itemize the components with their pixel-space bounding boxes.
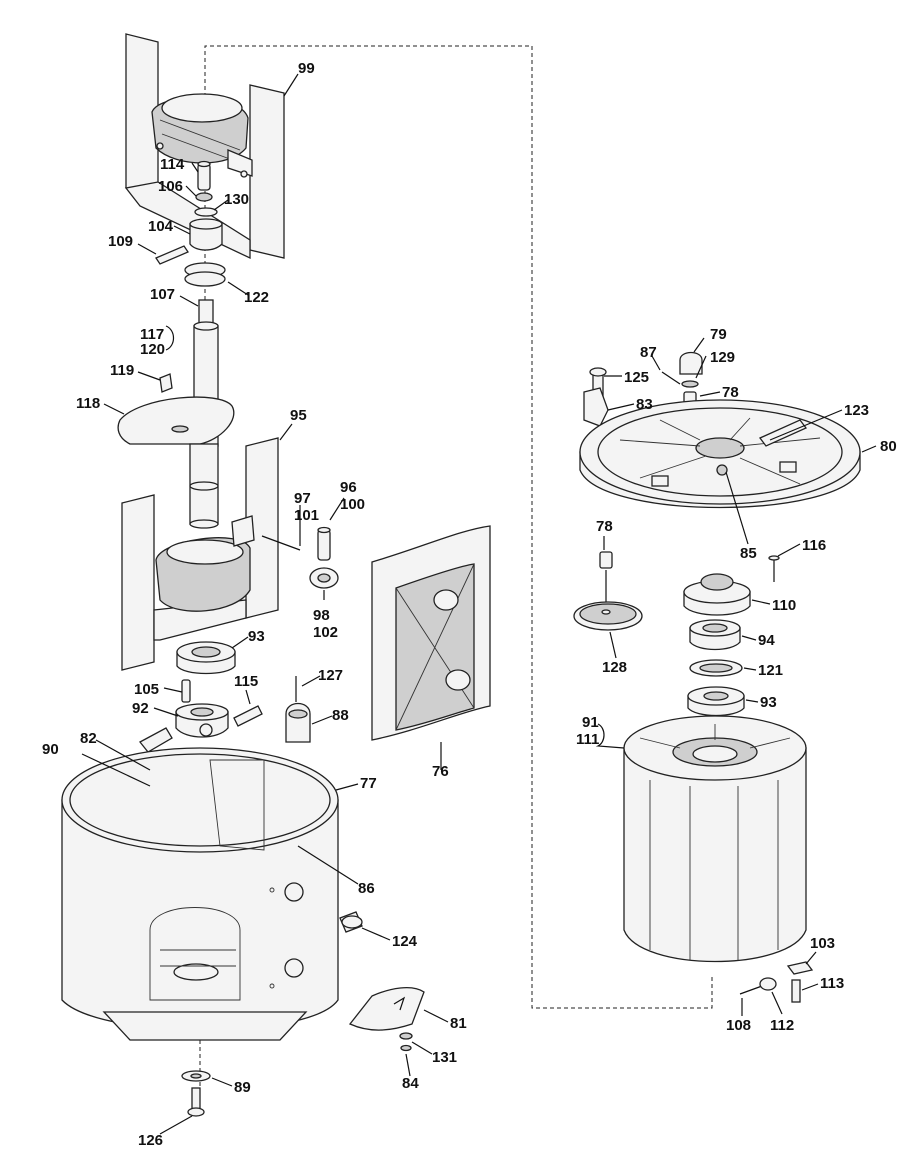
label-119: 119: [110, 362, 134, 379]
label-84: 84: [402, 1075, 419, 1092]
lower-shaft-hardware: [139, 679, 263, 790]
label-92: 92: [132, 700, 149, 717]
label-87: 87: [640, 344, 657, 361]
label-93-left: 93: [248, 628, 265, 645]
label-83: 83: [636, 396, 653, 413]
part-labels: 99 114 106 130 104 109 122 107 117 120 1…: [42, 60, 897, 1149]
assembly-connector-line: [204, 45, 713, 1009]
label-128: 128: [602, 659, 627, 676]
label-104: 104: [148, 218, 174, 235]
bearing-left: [176, 641, 236, 675]
label-114: 114: [160, 156, 185, 173]
label-105: 105: [134, 681, 159, 698]
stator-fasteners: [739, 961, 814, 1003]
label-101: 101: [294, 507, 319, 524]
hub-bearings: [687, 619, 745, 717]
label-78-top: 78: [722, 384, 739, 401]
label-123: 123: [844, 402, 869, 419]
label-77: 77: [360, 775, 377, 792]
label-125: 125: [624, 369, 649, 386]
leader-lines: [81, 73, 877, 1135]
bottom-fastener: [181, 1040, 211, 1117]
main-shaft-assembly: [117, 299, 235, 529]
label-86: 86: [358, 880, 375, 897]
label-85: 85: [740, 545, 757, 562]
label-112: 112: [770, 1017, 794, 1034]
drain-plug: [339, 911, 363, 933]
shield-plate: [348, 986, 425, 1052]
label-118: 118: [76, 395, 100, 412]
label-99: 99: [298, 60, 315, 77]
label-88: 88: [332, 707, 349, 724]
label-108: 108: [726, 1017, 751, 1034]
label-93-right: 93: [760, 694, 777, 711]
drive-top-cover: [579, 399, 861, 509]
label-97: 97: [294, 490, 311, 507]
gearcase-lower-half: [121, 437, 279, 671]
label-110: 110: [772, 597, 796, 614]
label-102: 102: [313, 624, 338, 641]
label-94: 94: [758, 632, 775, 649]
lower-gearcase-small-parts: [261, 526, 339, 589]
pinion-gear: [573, 551, 643, 631]
label-95: 95: [290, 407, 307, 424]
label-130: 130: [224, 191, 249, 208]
label-78-lower: 78: [596, 518, 613, 535]
label-79: 79: [710, 326, 727, 343]
label-100: 100: [340, 496, 365, 513]
label-106: 106: [158, 178, 183, 195]
label-127: 127: [318, 667, 343, 684]
label-121: 121: [758, 662, 783, 679]
label-81: 81: [450, 1015, 467, 1032]
label-82: 82: [80, 730, 97, 747]
label-122: 122: [244, 289, 269, 306]
label-120: 120: [140, 341, 165, 358]
label-109: 109: [108, 233, 133, 250]
mounting-bracket-parts: [285, 676, 311, 743]
label-89: 89: [234, 1079, 251, 1096]
outer-tub: [61, 747, 339, 1041]
label-117: 117: [140, 326, 164, 343]
label-131: 131: [432, 1049, 457, 1066]
label-113: 113: [820, 975, 844, 992]
motor-stator: [623, 715, 807, 963]
label-107: 107: [150, 286, 175, 303]
label-103: 103: [810, 935, 835, 952]
support-bracket-panel: [371, 525, 491, 741]
label-111: 111: [576, 731, 599, 748]
label-124: 124: [392, 933, 418, 950]
top-cover-hardware: [583, 351, 703, 427]
label-91: 91: [582, 714, 599, 731]
label-80: 80: [880, 438, 897, 455]
drive-hub-assembly: [683, 555, 780, 616]
label-96: 96: [340, 479, 357, 496]
label-98: 98: [313, 607, 330, 624]
label-129: 129: [710, 349, 735, 366]
label-90: 90: [42, 741, 59, 758]
label-116: 116: [802, 537, 826, 554]
label-126: 126: [138, 1132, 163, 1149]
label-76: 76: [432, 763, 449, 780]
upper-shaft-small-parts: [155, 160, 226, 287]
label-115: 115: [234, 673, 258, 690]
